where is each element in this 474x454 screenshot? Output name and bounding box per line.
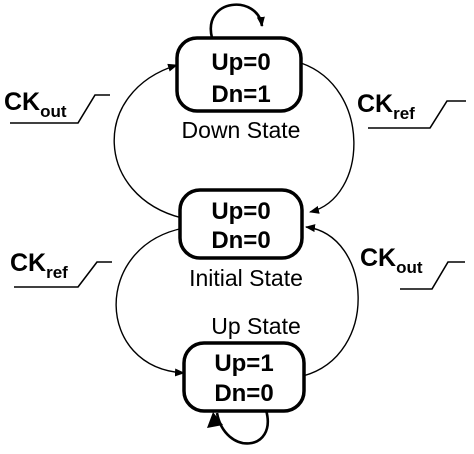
rising-edge-icon <box>400 261 465 290</box>
selfloop-up-state <box>215 409 270 445</box>
clock-label-right-bottom: CKout <box>360 244 465 290</box>
rising-edge-icon <box>368 100 466 129</box>
down-state: Up=0 Dn=1 <box>175 36 303 113</box>
up-state: Up=1 Dn=0 <box>182 341 306 413</box>
down-state-dn-value: Dn=1 <box>211 81 270 108</box>
clock-label-text: CKref <box>10 249 68 282</box>
selfloop-up-arrowhead <box>207 412 223 428</box>
clock-label-right-top: CKref <box>357 90 466 129</box>
clock-label-text: CKout <box>360 244 423 277</box>
down-state-box <box>175 36 303 113</box>
selfloop-down-state <box>209 3 265 39</box>
up-state-label: Up State <box>211 313 301 339</box>
clock-label-text: CKout <box>4 88 67 121</box>
down-state-label: Down State <box>182 117 301 143</box>
up-state-up-value: Up=1 <box>214 350 273 377</box>
up-state-box <box>182 341 306 413</box>
initial-state-up-value: Up=0 <box>211 198 270 225</box>
rising-edge-icon <box>10 94 110 124</box>
down-state-up-value: Up=0 <box>211 49 270 76</box>
initial-state-dn-value: Dn=0 <box>211 227 270 254</box>
rising-edge-icon <box>14 261 112 288</box>
initial-state: Up=0 Dn=0 <box>178 188 304 260</box>
transition-initial-to-up <box>115 227 185 377</box>
clock-label-left-bottom: CKref <box>10 249 112 288</box>
initial-state-box <box>178 188 304 260</box>
transition-down-to-initial <box>300 62 355 214</box>
clock-label-left-top: CKout <box>4 88 110 124</box>
up-state-dn-value: Dn=0 <box>214 380 273 407</box>
clock-label-text: CKref <box>357 90 415 123</box>
transition-initial-to-down <box>113 63 183 219</box>
transition-up-to-initial <box>302 224 359 377</box>
initial-state-label: Initial State <box>189 265 303 291</box>
